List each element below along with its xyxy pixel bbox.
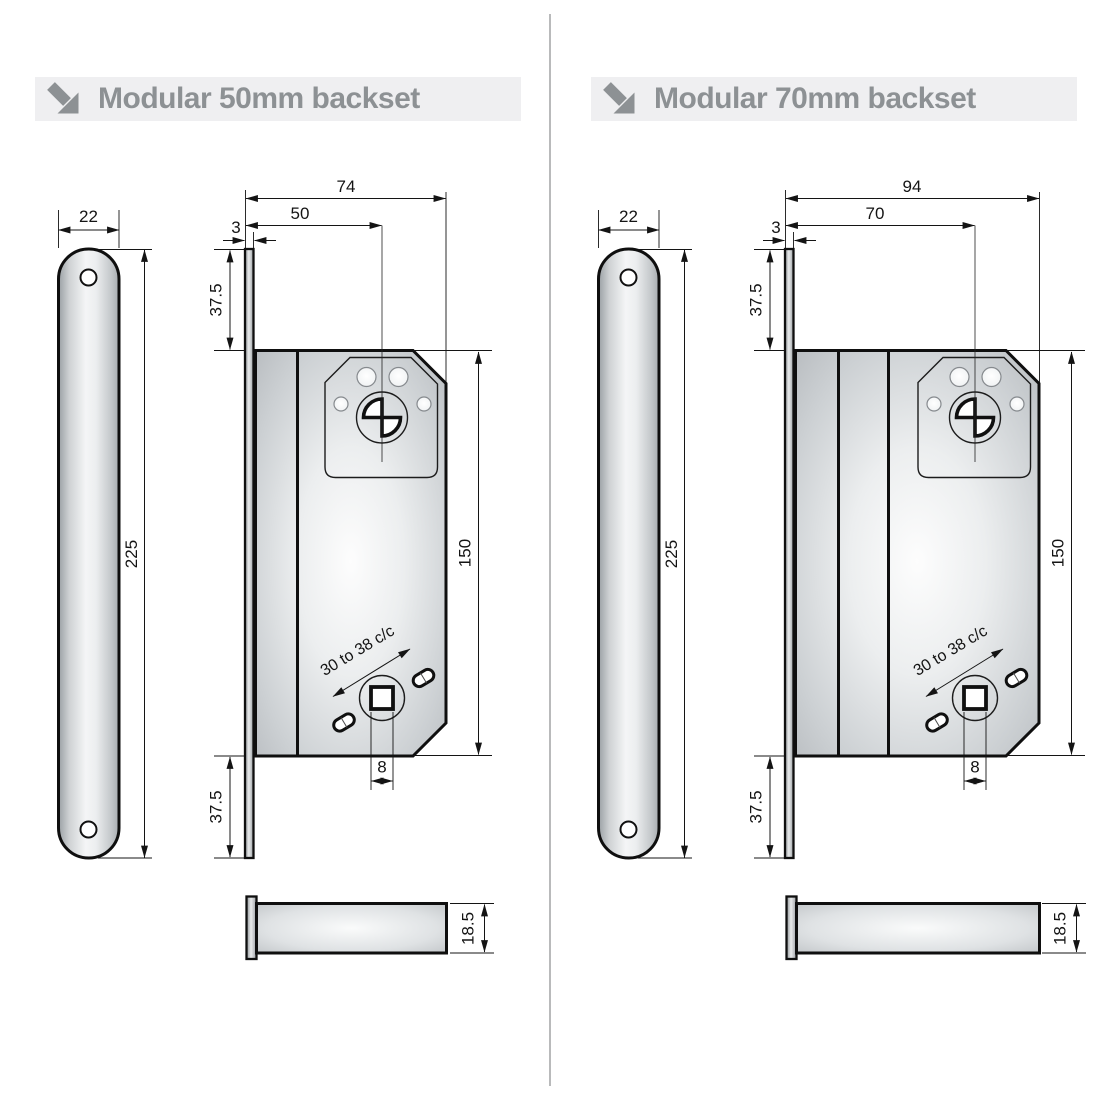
dim-faceplate-length-label: 225 <box>122 540 141 568</box>
dim-backset: 50 <box>245 204 382 229</box>
dim-backset: 70 <box>785 204 975 229</box>
dim-spindle-label: 8 <box>970 758 979 777</box>
dim-bottom-offset: 37.5 <box>747 755 784 859</box>
dim-backset-label: 50 <box>291 204 310 223</box>
panel-title-left: Modular 50mm backset <box>98 82 420 115</box>
handle-slot <box>332 712 356 733</box>
dim-faceplate-width-label: 22 <box>79 207 98 226</box>
dim-top-offset-label: 37.5 <box>747 283 766 316</box>
dim-top-offset-label: 37.5 <box>207 283 226 316</box>
lock-body-top-view <box>795 902 1041 955</box>
dim-overall-depth: 74 <box>245 177 447 384</box>
faceplate-front-view: 22 225 <box>57 207 152 860</box>
follower-pinwheel <box>954 397 977 420</box>
lock-side-view: 30 to 38 c/c 94 70 3 3 <box>747 177 1085 860</box>
spindle-square-hole <box>369 685 395 711</box>
dim-spindle-square: 8 <box>370 712 394 790</box>
lock-top-view: 18.5 <box>785 895 1086 961</box>
follower-pinwheel <box>973 415 996 438</box>
dim-faceplate-thickness: 3 <box>763 218 816 248</box>
dim-overall-depth: 94 <box>785 177 1040 384</box>
dim-faceplate-thickness-label: 3 <box>231 218 240 237</box>
lock-side-view: 30 to 38 c/c 74 50 3 3 <box>207 177 492 860</box>
dim-faceplate-thickness-label: 3 <box>771 218 780 237</box>
dim-bottom-offset: 37.5 <box>207 755 244 859</box>
plate-hole <box>388 366 409 388</box>
lock-body-top-view <box>255 902 448 955</box>
faceplate-outline <box>597 247 661 860</box>
spindle-square-hole <box>962 685 988 711</box>
plate-hole <box>416 396 432 412</box>
lock-top-view: 18.5 <box>245 895 494 961</box>
faceplate-outline <box>57 247 121 860</box>
screw-hole-top <box>619 268 638 287</box>
dim-case-thickness: 18.5 <box>1042 903 1086 954</box>
plate-hole <box>1009 396 1025 412</box>
plate-hole <box>949 366 970 388</box>
dim-bottom-offset-label: 37.5 <box>747 790 766 823</box>
dim-case-thickness-label: 18.5 <box>1051 912 1070 945</box>
plate-hole <box>333 396 349 412</box>
dim-faceplate-length-label: 225 <box>662 540 681 568</box>
mounting-plate-outline <box>324 356 439 479</box>
dim-overall-depth-label: 74 <box>337 177 356 196</box>
dim-case-height: 150 <box>413 350 492 756</box>
screw-hole-bottom <box>619 820 638 839</box>
faceplate-edge <box>243 247 255 860</box>
dim-case-height-label: 150 <box>456 539 475 567</box>
screw-hole-top <box>79 268 98 287</box>
mounting-plate-outline <box>917 356 1032 479</box>
plate-hole <box>926 396 942 412</box>
lock-body <box>254 349 448 758</box>
follower-pinwheel <box>361 397 384 420</box>
dim-spindle-label: 8 <box>377 758 386 777</box>
handle-slot <box>925 712 949 733</box>
dim-faceplate-thickness: 3 <box>223 218 276 248</box>
dim-case-thickness-label: 18.5 <box>459 912 478 945</box>
drawing-50mm-backset: 22 225 <box>57 177 494 961</box>
drawing-70mm-backset: 22 225 <box>597 177 1086 961</box>
dim-top-offset: 37.5 <box>207 249 244 351</box>
dim-bottom-offset-label: 37.5 <box>207 790 226 823</box>
dim-faceplate-width-label: 22 <box>619 207 638 226</box>
arrow-down-right-icon <box>47 82 79 114</box>
plate-hole <box>981 366 1002 388</box>
follower-pinwheel <box>380 415 403 438</box>
dim-spindle-square: 8 <box>963 712 987 790</box>
panel-title-right: Modular 70mm backset <box>654 82 976 115</box>
handle-slot <box>1004 667 1029 689</box>
dim-overall-depth-label: 94 <box>903 177 922 196</box>
faceplate-front-view: 22 225 <box>597 207 692 860</box>
plate-hole <box>356 366 377 388</box>
dim-faceplate-length: 225 <box>638 249 692 859</box>
arrow-down-right-icon <box>603 82 635 114</box>
dim-faceplate-width: 22 <box>58 207 120 248</box>
dim-backset-label: 70 <box>866 204 885 223</box>
screw-hole-bottom <box>79 820 98 839</box>
dim-case-height-label: 150 <box>1049 539 1068 567</box>
panel-divider <box>549 14 551 1086</box>
lock-body <box>794 349 1041 758</box>
handle-slot <box>411 667 436 689</box>
dim-faceplate-length: 225 <box>98 249 152 859</box>
faceplate-edge <box>783 247 795 860</box>
dim-case-thickness: 18.5 <box>450 903 494 954</box>
dim-faceplate-width: 22 <box>598 207 660 248</box>
title-bar-right: Modular 70mm backset <box>591 77 1077 121</box>
dim-top-offset: 37.5 <box>747 249 784 351</box>
title-bar-left: Modular 50mm backset <box>35 77 521 121</box>
dim-case-height: 150 <box>1006 350 1085 756</box>
